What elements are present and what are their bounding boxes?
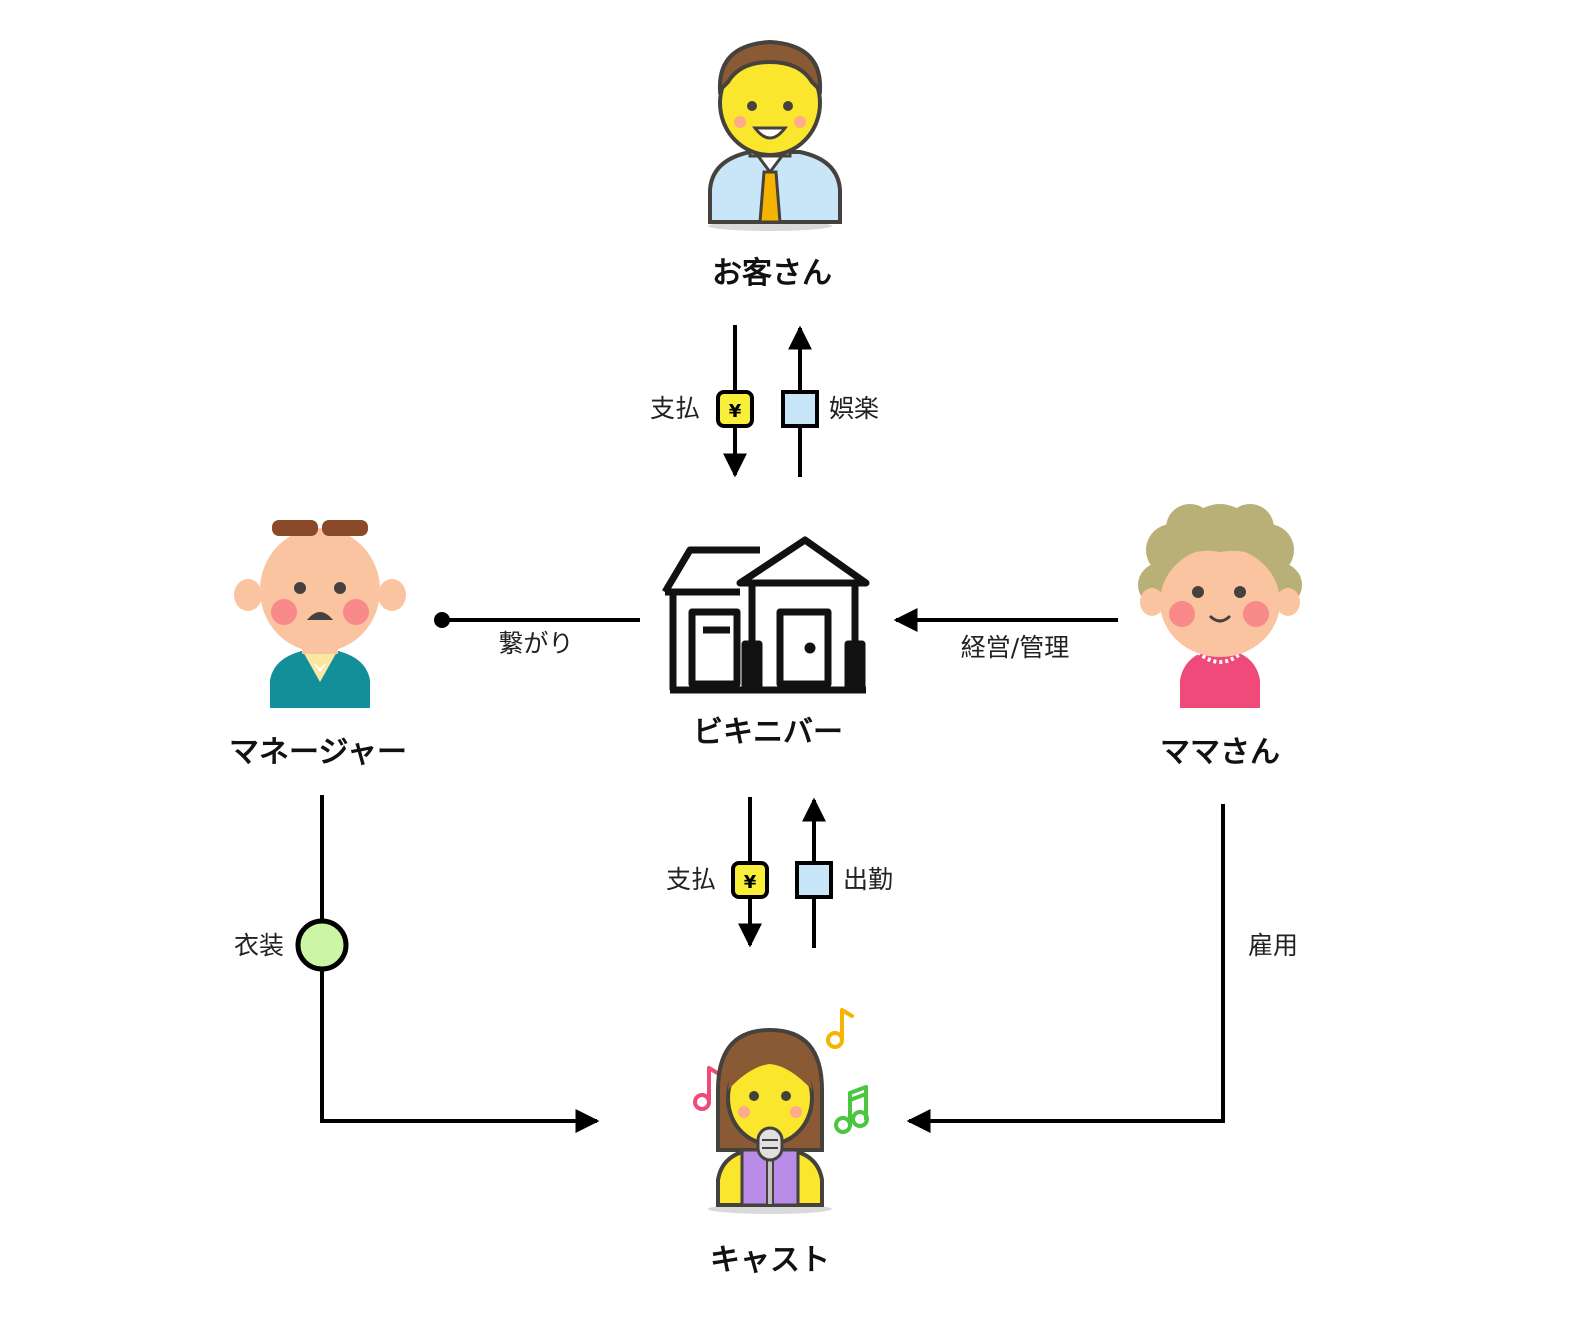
manager-costume-label: 衣装 (234, 931, 284, 960)
cast-pay-edge: ¥ (731, 797, 769, 948)
cast-label: キャスト (710, 1243, 830, 1278)
old-man-icon (234, 520, 406, 708)
cast-pay-label: 支払 (666, 865, 716, 894)
manager-connection-label: 繋がり (498, 629, 573, 658)
businessman-icon (708, 39, 842, 231)
singer-woman-icon (693, 1008, 869, 1214)
yen-badge: ¥ (744, 872, 757, 893)
cast-attendance-label: 出勤 (843, 865, 893, 894)
mama-employment-edge (906, 804, 1225, 1133)
bar-label: ビキニバー (693, 715, 843, 750)
yen-badge: ¥ (729, 401, 742, 422)
customer-pay-label: 支払 (650, 394, 700, 423)
manager-label: マネージャー (229, 735, 407, 770)
manager-connection-edge (434, 612, 640, 628)
cast-attendance-edge (795, 797, 833, 948)
curly-haired-woman-icon (1138, 504, 1302, 708)
music-note-icon (693, 1008, 869, 1134)
mama-employment-label: 雇用 (1248, 931, 1298, 960)
customer-pay-edge: ¥ (716, 325, 754, 478)
mama-management-label: 経営/管理 (961, 633, 1069, 662)
customer-entertainment-edge (781, 325, 819, 477)
customer-entertainment-label: 娯楽 (829, 394, 879, 423)
manager-costume-edge (295, 795, 600, 1133)
house-icon (661, 536, 870, 694)
customer-label: お客さん (712, 256, 832, 291)
mama-label: ママさん (1160, 735, 1280, 770)
